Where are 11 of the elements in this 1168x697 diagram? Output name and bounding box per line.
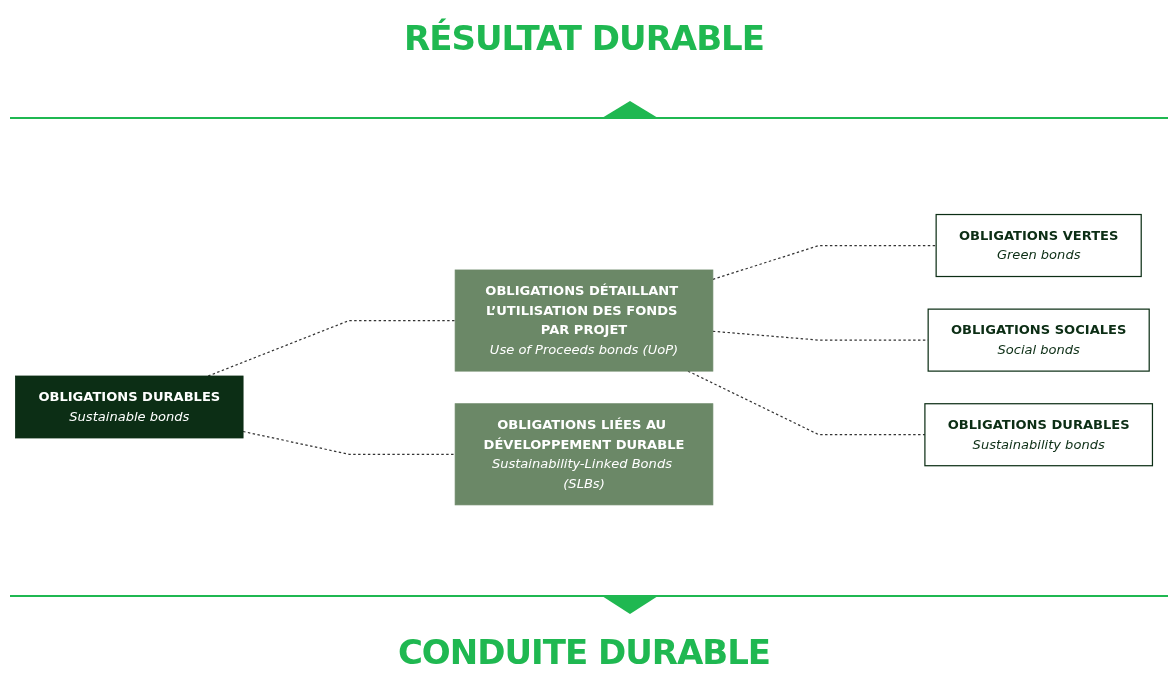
node-box — [454, 403, 714, 506]
node-box — [15, 375, 244, 439]
heading-text: RÉSULTAT DURABLE — [404, 18, 764, 58]
heading-text: CONDUITE DURABLE — [397, 632, 771, 672]
flowchart-diagram: OBLIGATIONS DURABLES Sustainable bonds OBLIGATIONS DÉTAILLANT L’UTILISATION DES FONDS PAR PROJET Use of Proceeds bonds (UoP) OBLIGATIONS LIÉES AU DÉVELOPPEMENT DURABLE Sustainability-Linked Bonds (SLBs) OBLIGATIONS VERTES Green bonds OBLIGATIONS SOCIALES Social bonds OBLIGATIONS DURABLES Sustainability bonds — [9, 208, 1159, 512]
node-box — [935, 214, 1142, 278]
node-box — [924, 403, 1154, 467]
connector — [207, 320, 456, 377]
node-box — [454, 269, 714, 372]
node-box — [927, 308, 1150, 373]
connector — [242, 431, 456, 456]
